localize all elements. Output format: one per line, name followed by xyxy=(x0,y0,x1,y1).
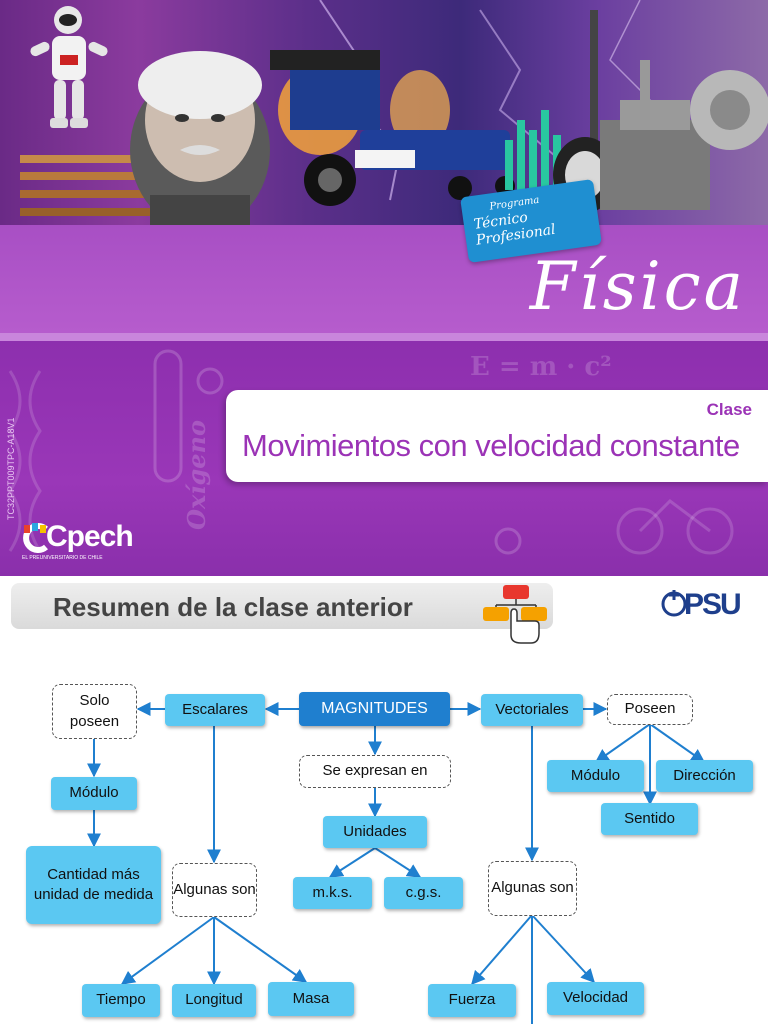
node-cgs: c.g.s. xyxy=(384,877,463,909)
node-algunas-son-vectoriales: Algunas son xyxy=(488,861,577,916)
collage-illustration xyxy=(20,0,768,225)
brand-mark-icon xyxy=(23,523,48,553)
node-fuerza: Fuerza xyxy=(428,984,516,1017)
psu-text: PSU xyxy=(684,588,742,621)
summary-title: Resumen de la clase anterior xyxy=(53,592,413,622)
class-card: Clase Movimientos con velocidad constant… xyxy=(226,390,768,482)
cover-slide: Programa Técnico Profesional Física E = … xyxy=(0,0,768,576)
node-poseen: Poseen xyxy=(607,694,693,725)
node-longitud: Longitud xyxy=(172,984,256,1017)
title-band xyxy=(0,225,768,333)
node-vectoriales: Vectoriales xyxy=(481,694,583,726)
node-se-expresan-en: Se expresan en xyxy=(299,755,451,788)
node-direccion: Dirección xyxy=(656,760,753,792)
node-modulo-vectorial: Módulo xyxy=(547,760,644,792)
node-velocidad: Velocidad xyxy=(547,982,644,1015)
node-masa: Masa xyxy=(268,982,354,1016)
steps-figure xyxy=(20,155,170,216)
psu-plus-icon xyxy=(661,590,687,617)
subject-title: Física xyxy=(529,248,746,325)
title-stripe xyxy=(0,333,768,341)
summary-slide: Resumen de la clase anterior PSU xyxy=(0,576,768,1024)
brand-logo: Cpech EL PREUNIVERSITARIO DE CHILE xyxy=(22,520,134,562)
robot-figure xyxy=(30,6,108,128)
scientist-portrait xyxy=(130,51,270,225)
node-tiempo: Tiempo xyxy=(82,984,160,1017)
node-escalares: Escalares xyxy=(165,694,265,726)
concept-map-connectors xyxy=(87,702,706,1024)
node-magnitudes: MAGNITUDES xyxy=(299,692,450,726)
node-cantidad-mas-unidad: Cantidad más unidad de medida xyxy=(26,846,161,924)
node-mks: m.k.s. xyxy=(293,877,372,909)
side-code: TC32PPT009TPC-A18V1 xyxy=(6,417,16,520)
class-label: Clase xyxy=(706,400,752,419)
pointer-click-icon xyxy=(483,585,547,644)
brand-tagline: EL PREUNIVERSITARIO DE CHILE xyxy=(22,555,103,561)
banner-photo-collage xyxy=(0,0,768,225)
formula-decoration: E = m · c² xyxy=(470,352,612,382)
lower-band-decorations xyxy=(8,349,734,555)
node-solo-poseen: Solo poseen xyxy=(52,684,137,739)
node-algunas-son-escalares: Algunas son xyxy=(172,863,257,917)
summary-header: Resumen de la clase anterior xyxy=(11,583,553,644)
node-sentido: Sentido xyxy=(601,803,698,835)
psu-logo: PSU xyxy=(660,584,752,624)
node-modulo-escalar: Módulo xyxy=(51,777,137,810)
brand-name: Cpech xyxy=(46,520,134,553)
node-unidades: Unidades xyxy=(323,816,427,848)
class-name: Movimientos con velocidad constante xyxy=(242,428,740,463)
machine-figure xyxy=(600,60,768,210)
